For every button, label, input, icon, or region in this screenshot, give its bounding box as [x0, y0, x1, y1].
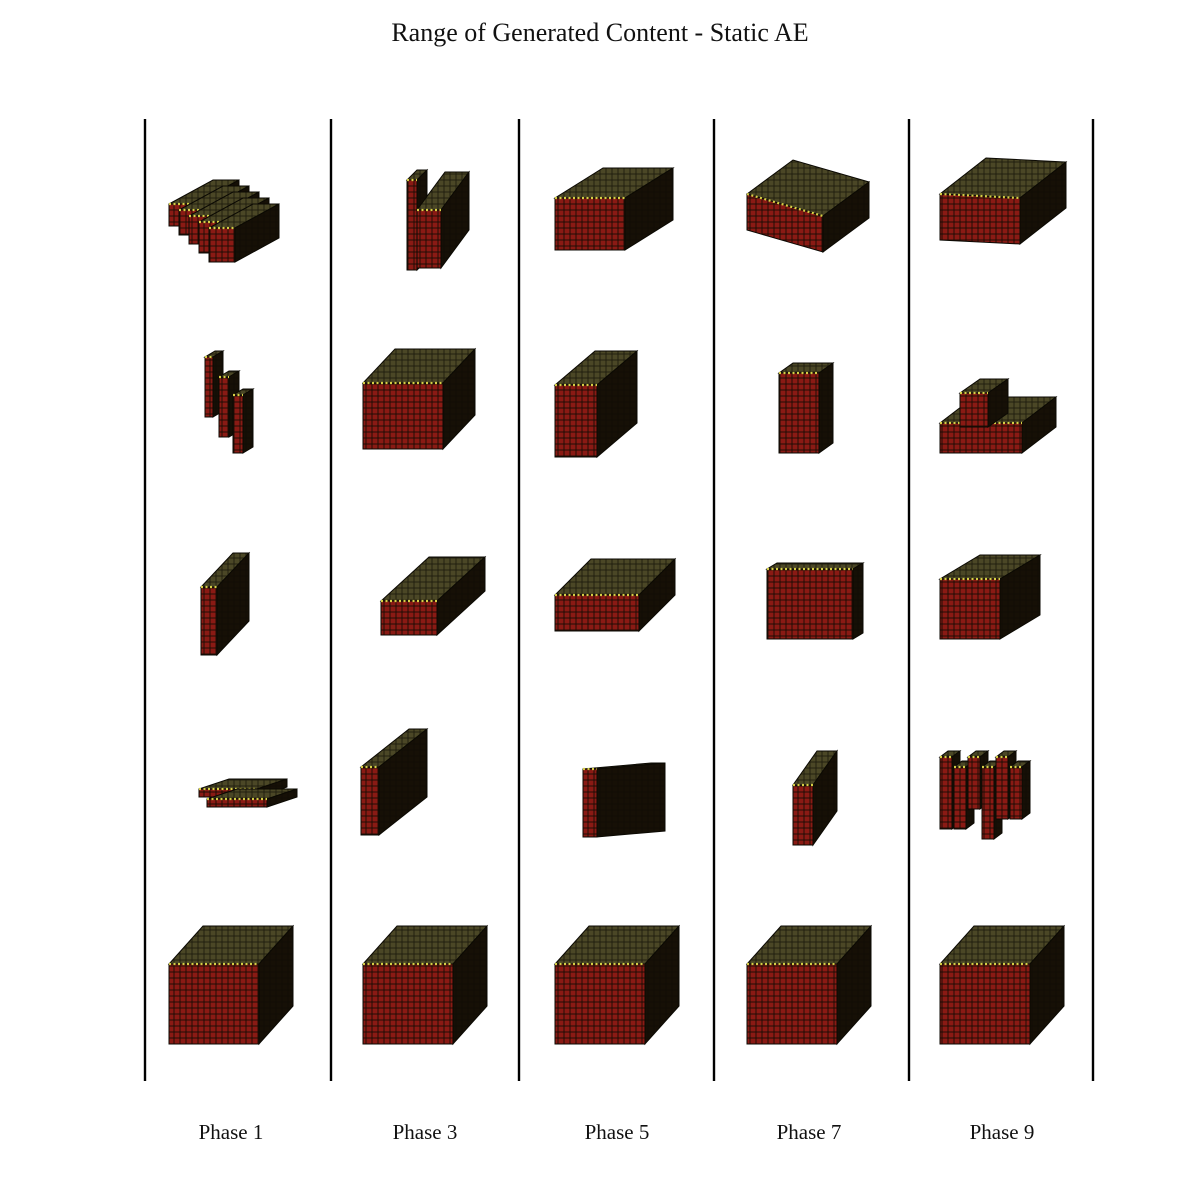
- column-dividers: [143, 119, 1095, 1081]
- rounded-mound: [553, 557, 677, 633]
- curved-wall: [405, 168, 470, 272]
- ridged-slab: [359, 727, 429, 837]
- narrow-slab: [792, 749, 838, 847]
- sloped-block: [553, 167, 675, 251]
- wavy-terrace: [168, 179, 280, 263]
- phase-label: Phase 7: [776, 1120, 842, 1144]
- pillar-wall: [765, 562, 865, 640]
- terraced-block: [938, 554, 1042, 640]
- wedge-pyramid: [745, 159, 871, 253]
- full-cube: [745, 924, 873, 1046]
- voxel-shapes: [167, 157, 1068, 1046]
- diamond-lattice: [777, 362, 835, 454]
- phase-label: Phase 3: [392, 1120, 458, 1144]
- peaked-roof: [938, 378, 1058, 455]
- ramp: [379, 555, 487, 637]
- notched-block: [361, 347, 477, 451]
- phase-label: Phase 1: [198, 1120, 264, 1144]
- full-cube: [361, 924, 489, 1046]
- phase-label: Phase 9: [969, 1120, 1035, 1144]
- phase-label: Phase 5: [584, 1120, 650, 1144]
- flat-fragment: [198, 778, 298, 808]
- full-cube: [938, 924, 1066, 1046]
- thin-slab: [199, 551, 251, 657]
- full-cube: [167, 924, 295, 1046]
- twisted-columns: [203, 350, 255, 454]
- box: [553, 349, 639, 459]
- figure-title: Range of Generated Content - Static AE: [391, 18, 809, 47]
- sloped-ramp: [938, 157, 1068, 246]
- striped-wedge: [582, 762, 666, 838]
- full-cube: [553, 924, 681, 1046]
- jagged-comb: [938, 750, 1032, 840]
